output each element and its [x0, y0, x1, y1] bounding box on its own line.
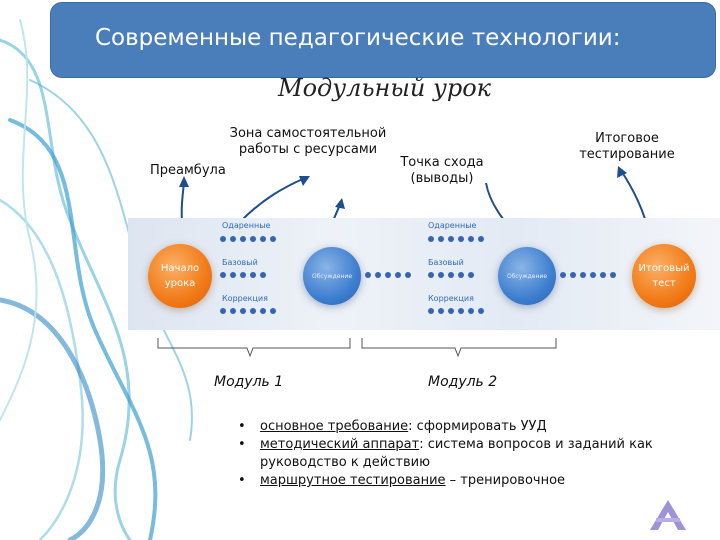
- page-title: Современные педагогические технологии:: [95, 25, 621, 51]
- list-item: • методический аппарат: система вопросов …: [238, 436, 708, 472]
- flow-dot: [270, 308, 276, 314]
- flow-dot: [448, 236, 454, 242]
- flow-dot: [250, 272, 256, 278]
- list-item: • основное требование: сформировать УУД: [238, 418, 708, 436]
- node-final-test: Итоговый тест: [632, 244, 696, 308]
- flow-dot: [438, 272, 444, 278]
- list-item: • маршрутное тестирование – тренировочное: [238, 472, 708, 490]
- track-gifted-1: Одаренные: [222, 221, 271, 230]
- flow-dot: [610, 272, 616, 278]
- page-subtitle: Модульный урок: [278, 74, 492, 102]
- flow-dot: [458, 272, 464, 278]
- track-correction-1: Коррекция: [222, 294, 268, 303]
- node-lesson-start-line1: Начало: [160, 263, 200, 274]
- flow-dot: [260, 236, 266, 242]
- bullet-marker: •: [238, 419, 246, 434]
- label-convergence-point: Точка схода (выводы): [392, 155, 492, 187]
- flow-dot: [260, 272, 266, 278]
- track-gifted-2: Одаренные: [428, 221, 477, 230]
- process-band: [128, 218, 720, 330]
- flow-dot: [405, 272, 411, 278]
- node-discussion-2-label: Обсуждение: [506, 272, 548, 280]
- title-bar: Современные педагогические технологии:: [50, 2, 716, 78]
- flow-dot: [438, 236, 444, 242]
- flow-dot: [448, 308, 454, 314]
- label-independent-work-line2: работы с ресурсами: [238, 142, 378, 157]
- label-convergence-line1: Точка схода: [400, 155, 484, 170]
- node-discussion-2: Обсуждение: [498, 247, 556, 305]
- node-lesson-start: Начало урока: [148, 244, 212, 308]
- label-final-testing-line2: тестирование: [579, 147, 675, 162]
- flow-dot: [428, 236, 434, 242]
- flow-dot: [570, 272, 576, 278]
- flow-dot: [365, 272, 371, 278]
- flow-dot: [270, 236, 276, 242]
- bullet-term: маршрутное тестирование: [260, 473, 446, 488]
- label-preamble: Преамбула: [150, 163, 226, 178]
- logo-icon: [650, 500, 686, 530]
- requirements-list: • основное требование: сформировать УУД •…: [238, 418, 708, 490]
- flow-dot: [428, 272, 434, 278]
- bullet-term: основное требование: [260, 419, 409, 434]
- flow-dot: [250, 236, 256, 242]
- label-final-testing: Итоговое тестирование: [572, 131, 682, 163]
- bullet-text: : сформировать УУД: [408, 419, 547, 434]
- track-basic-2: Базовый: [428, 258, 464, 267]
- flow-dot: [560, 272, 566, 278]
- flow-dot: [230, 308, 236, 314]
- track-basic-1: Базовый: [222, 258, 258, 267]
- flow-dot: [458, 308, 464, 314]
- flow-dot: [438, 308, 444, 314]
- flow-dot: [260, 308, 266, 314]
- bullet-term: методический аппарат: [260, 437, 420, 452]
- flow-dot: [580, 272, 586, 278]
- track-correction-2: Коррекция: [428, 294, 474, 303]
- flow-dot: [448, 272, 454, 278]
- flow-dot: [385, 272, 391, 278]
- flow-dot: [250, 308, 256, 314]
- label-independent-work: Зона самостоятельной работы с ресурсами: [220, 126, 396, 158]
- bullet-marker: •: [238, 473, 246, 488]
- flow-dot: [458, 236, 464, 242]
- module-label-2: Модуль 2: [428, 374, 498, 390]
- flow-dot: [468, 272, 474, 278]
- flow-dot: [220, 272, 226, 278]
- bullet-text: – тренировочное: [445, 473, 566, 488]
- flow-dot: [230, 272, 236, 278]
- flow-dot: [240, 308, 246, 314]
- flow-dot: [230, 236, 236, 242]
- label-independent-work-line1: Зона самостоятельной: [229, 126, 387, 141]
- flow-dot: [395, 272, 401, 278]
- flow-dot: [468, 308, 474, 314]
- node-final-test-line1: Итоговый: [638, 263, 690, 274]
- module-label-1: Модуль 1: [214, 374, 284, 390]
- flow-dot: [478, 308, 484, 314]
- flow-dot: [468, 236, 474, 242]
- flow-dot: [428, 308, 434, 314]
- label-final-testing-line1: Итоговое: [595, 131, 659, 146]
- flow-dot: [590, 272, 596, 278]
- flow-dot: [478, 236, 484, 242]
- bullet-marker: •: [238, 437, 246, 452]
- flow-dot: [240, 236, 246, 242]
- node-lesson-start-line2: урока: [164, 278, 196, 289]
- flow-dot: [220, 308, 226, 314]
- flow-dot: [600, 272, 606, 278]
- label-convergence-line2: (выводы): [410, 171, 474, 186]
- node-final-test-line2: тест: [652, 278, 676, 289]
- node-discussion-1: Обсуждение: [303, 247, 361, 305]
- flow-dot: [220, 236, 226, 242]
- node-discussion-1-label: Обсуждение: [311, 272, 353, 280]
- bullet-text: : система вопросов и заданий как руковод…: [260, 437, 653, 470]
- flow-dot: [375, 272, 381, 278]
- flow-dot: [240, 272, 246, 278]
